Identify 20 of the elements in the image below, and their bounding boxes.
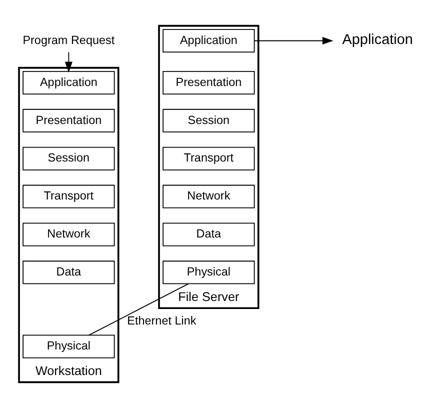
node-box: Session xyxy=(162,108,255,132)
edge-label: Ethernet Link xyxy=(127,314,196,328)
node-box: Application xyxy=(22,70,115,94)
node-box: Transport xyxy=(22,184,115,208)
node-box: Transport xyxy=(162,146,255,170)
node-box: Data xyxy=(22,260,115,284)
node-text: Program Request xyxy=(22,33,115,46)
node-box: Session xyxy=(22,146,115,170)
node-box: Application xyxy=(162,28,255,52)
node-box: Physical xyxy=(162,260,255,284)
node-box: Presentation xyxy=(162,70,255,94)
node-box: Physical xyxy=(22,334,115,358)
connector xyxy=(88,282,189,336)
node-text: Application xyxy=(342,32,413,48)
arrow xyxy=(254,36,334,44)
node-box: Network xyxy=(162,184,255,208)
arrow xyxy=(64,51,72,72)
node-box: Data xyxy=(162,222,255,246)
node-box: Network xyxy=(22,222,115,246)
node-box: Presentation xyxy=(22,108,115,132)
